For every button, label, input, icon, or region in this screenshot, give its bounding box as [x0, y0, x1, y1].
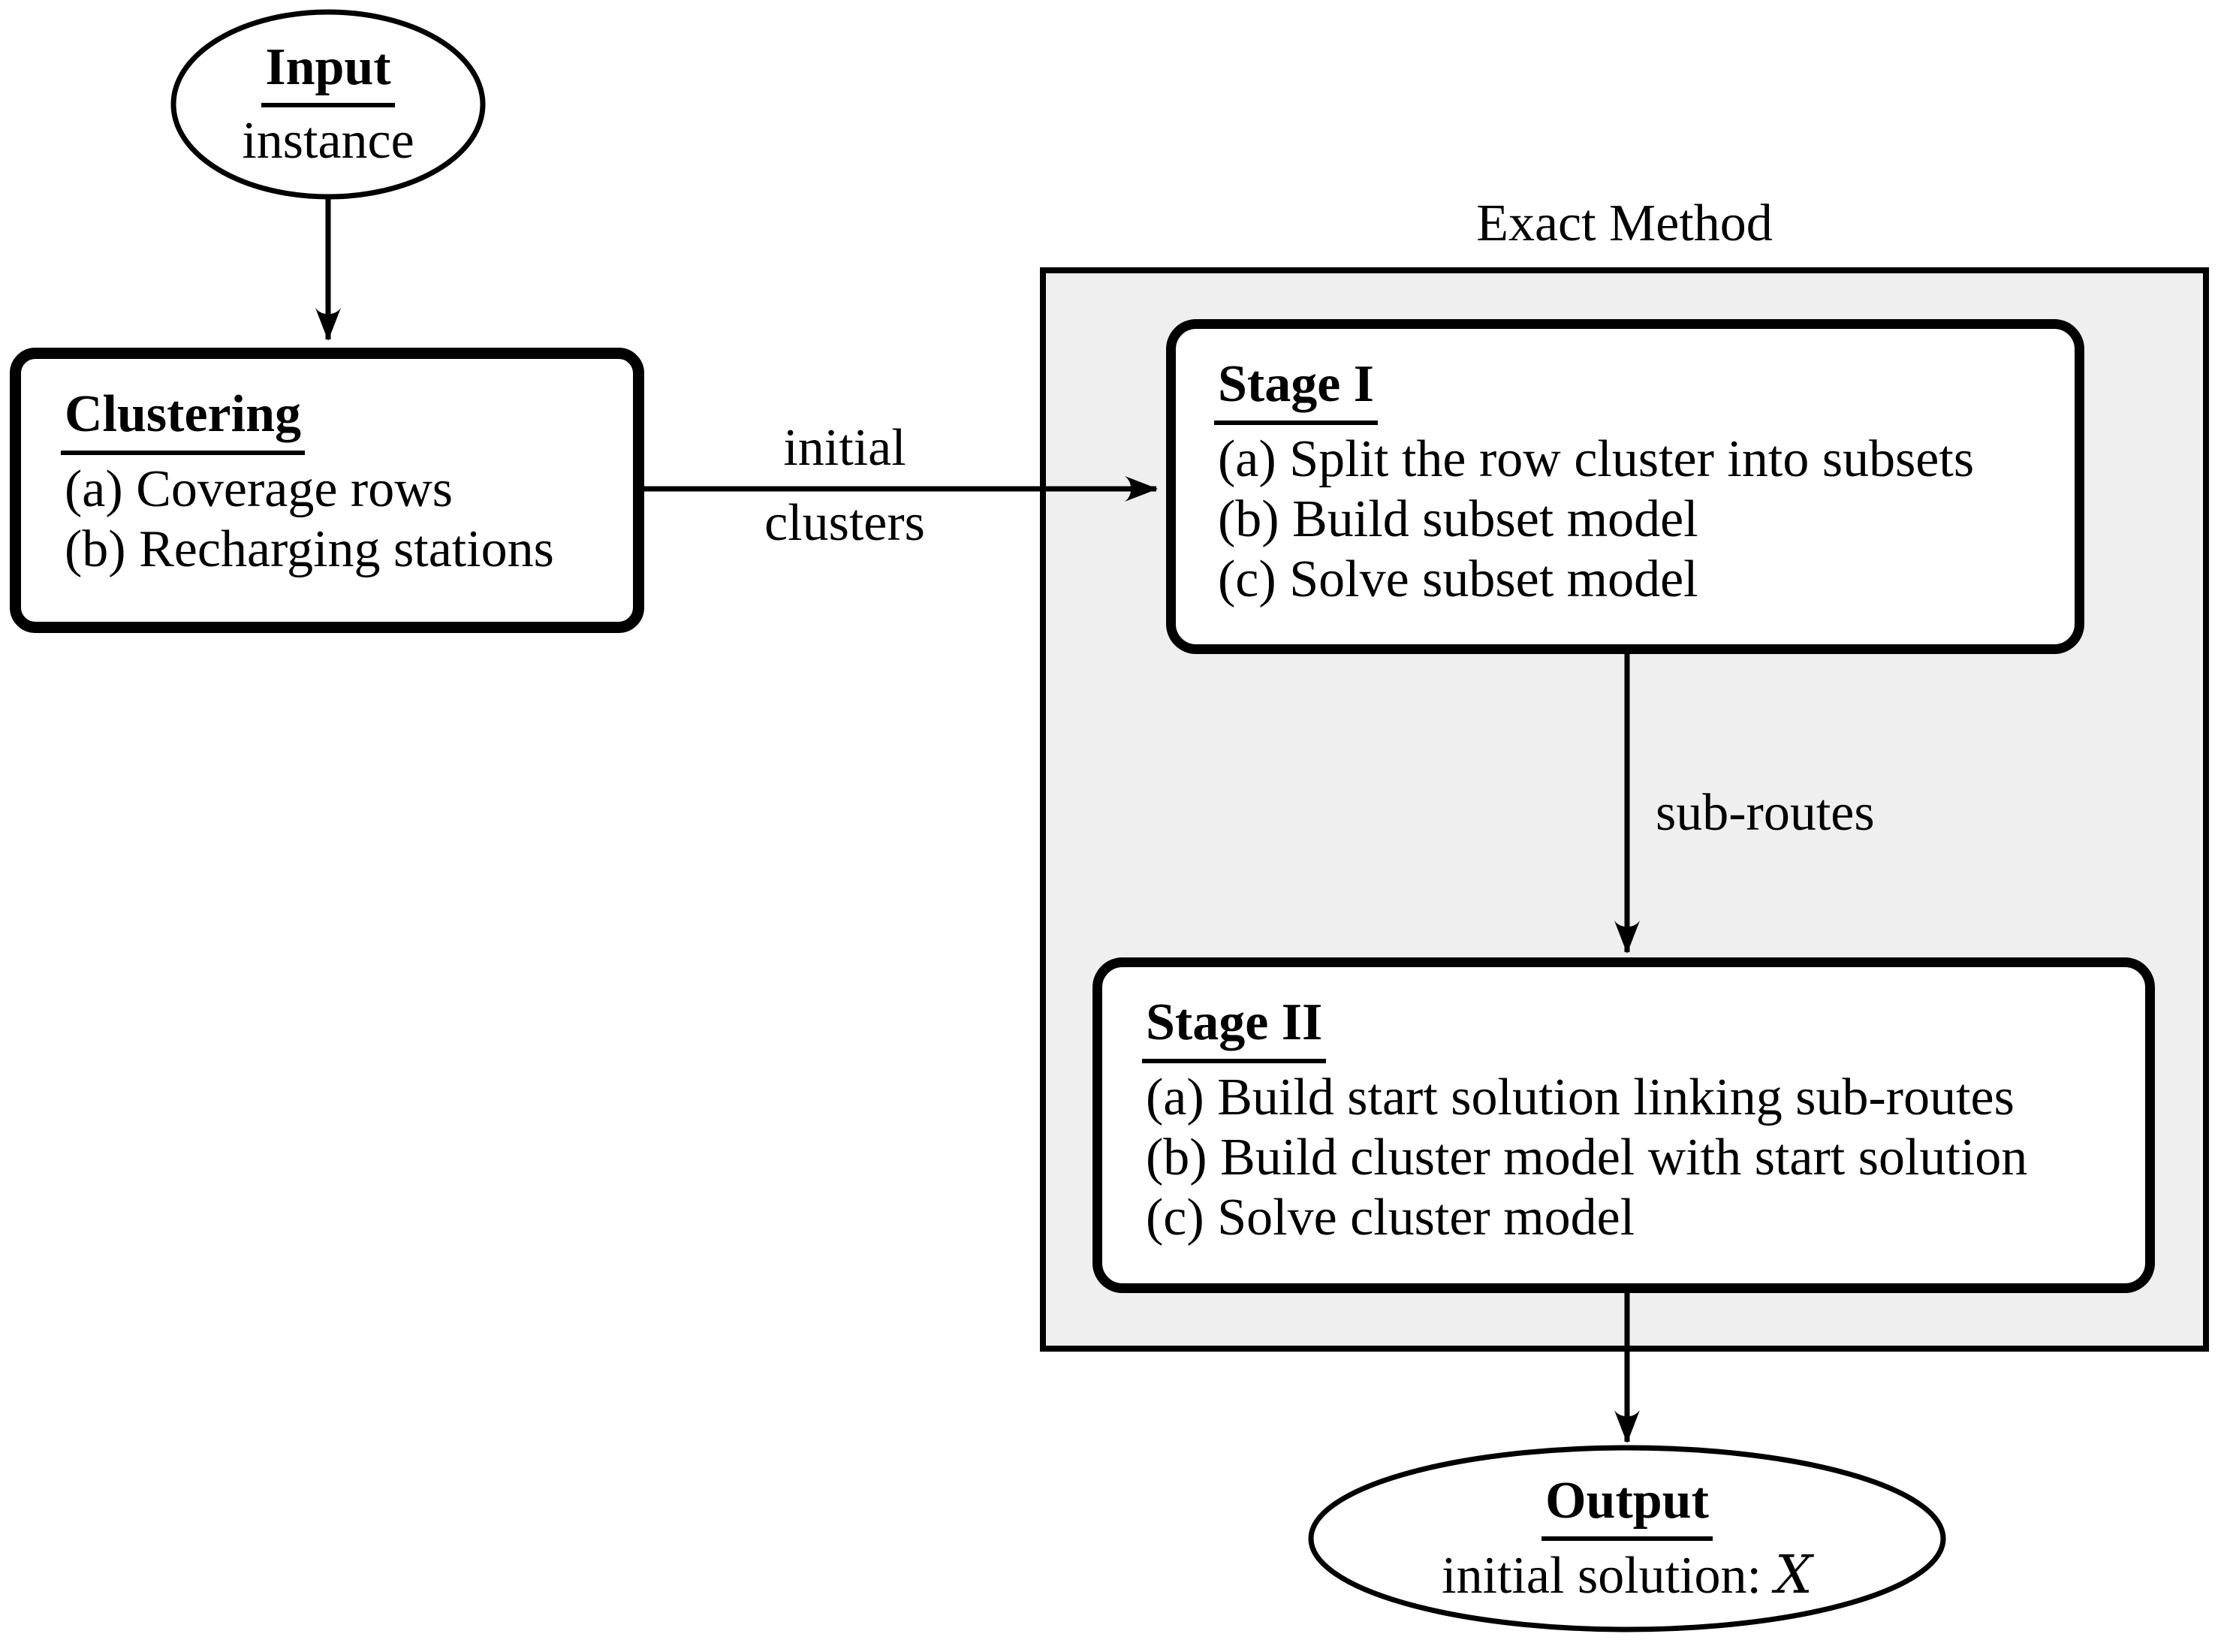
input-title-text: Input: [261, 38, 395, 107]
stage1-node: Stage I (a) Split the row cluster into s…: [1166, 319, 2084, 654]
output-subtitle: initial solution:X: [1442, 1545, 1813, 1605]
output-title: Output: [1541, 1472, 1713, 1545]
stage2-item: (a) Build start solution linking sub-rou…: [1146, 1069, 2015, 1126]
stage1-title-text: Stage I: [1214, 354, 1379, 425]
stage2-title: Stage II: [1142, 993, 2139, 1068]
clustering-title-text: Clustering: [61, 384, 305, 455]
stage1-item: (a) Split the row cluster into subsets: [1218, 430, 1975, 488]
stage2-item: (b) Build cluster model with start solut…: [1146, 1129, 2028, 1186]
stage2-node: Stage II (a) Build start solution linkin…: [1092, 957, 2155, 1293]
clustering-item: (a) Coverage rows: [65, 460, 454, 518]
clustering-node: Clustering (a) Coverage rows (b) Recharg…: [10, 348, 644, 633]
edge-label-initial: initial: [783, 419, 906, 477]
clustering-title: Clustering: [61, 384, 625, 460]
stage1-item: (c) Solve subset model: [1218, 550, 1698, 608]
input-title: Input: [261, 38, 395, 112]
exact-method-label: Exact Method: [1476, 194, 1773, 252]
edge-label-sub-routes: sub-routes: [1656, 784, 1875, 842]
stage2-title-text: Stage II: [1142, 993, 1327, 1063]
stage1-item: (b) Build subset model: [1218, 490, 1698, 548]
solution-symbol: X: [1775, 1544, 1813, 1605]
input-node: Input instance: [174, 12, 482, 197]
output-node: Output initial solution:X: [1312, 1449, 1942, 1629]
output-subtitle-text: initial solution:: [1442, 1547, 1761, 1605]
clustering-item: (b) Recharging stations: [65, 520, 554, 578]
stage2-item: (c) Solve cluster model: [1146, 1189, 1635, 1247]
edge-label-clusters: clusters: [764, 494, 925, 552]
input-subtitle: instance: [242, 112, 414, 170]
output-title-text: Output: [1541, 1472, 1713, 1541]
stage1-title: Stage I: [1214, 354, 2069, 430]
